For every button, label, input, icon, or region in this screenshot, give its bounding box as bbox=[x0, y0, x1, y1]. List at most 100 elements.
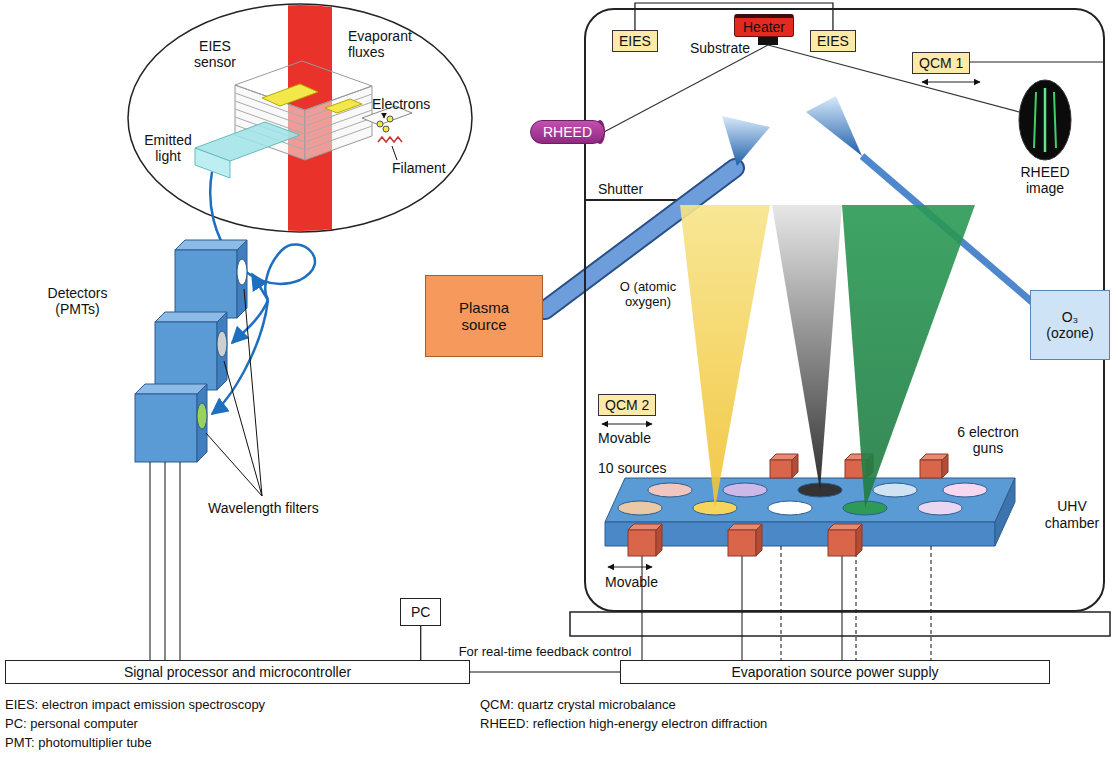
node-text: O₃ (ozone) bbox=[1043, 309, 1097, 341]
evaporant-cones bbox=[680, 205, 770, 508]
eies-sensor-inset bbox=[377, 121, 383, 127]
eies-sensor-inset bbox=[362, 106, 412, 125]
pmt-detectors bbox=[135, 240, 247, 462]
source-plate bbox=[723, 483, 767, 497]
substrate-label: Substrate bbox=[690, 40, 750, 56]
eies-sensor-box: EIES bbox=[612, 30, 658, 52]
rheed-image-label: RHEED image bbox=[1014, 164, 1076, 196]
electron-guns bbox=[656, 524, 662, 556]
pmt-detectors bbox=[135, 384, 207, 394]
source-plate bbox=[605, 454, 1015, 546]
ozone-source-box: O₃ (ozone) bbox=[1030, 290, 1110, 360]
source-plate bbox=[770, 454, 948, 478]
pmt-detectors bbox=[217, 312, 227, 390]
pmt-detectors bbox=[197, 384, 207, 462]
detector-wires bbox=[165, 462, 166, 660]
movable-label: Movable bbox=[605, 574, 658, 590]
electron-guns bbox=[628, 530, 656, 556]
heater-block: Heater bbox=[734, 14, 794, 37]
substrate bbox=[758, 36, 778, 45]
source-plate bbox=[770, 460, 792, 478]
eies-sensor-inset bbox=[387, 116, 393, 122]
eies-sensor-inset bbox=[195, 2, 412, 242]
detector-wires bbox=[150, 462, 151, 660]
evaporant-cones bbox=[680, 205, 975, 508]
electron-guns bbox=[756, 524, 762, 556]
abbreviation-note: QCM: quartz crystal microbalance bbox=[480, 698, 676, 713]
source-plate bbox=[943, 483, 987, 497]
source-plate bbox=[618, 501, 662, 515]
plate-arrow bbox=[608, 566, 652, 567]
source-plate bbox=[605, 478, 1015, 522]
source-count-label: 10 sources bbox=[598, 460, 666, 476]
rheed-screen bbox=[1034, 92, 1036, 148]
node-text: PC bbox=[411, 604, 430, 620]
source-plate bbox=[918, 501, 962, 515]
abbreviation-note: RHEED: reflection high-energy electron d… bbox=[480, 717, 767, 732]
substrate bbox=[758, 36, 778, 45]
filament-label: Filament bbox=[392, 160, 446, 176]
source-plate bbox=[605, 522, 995, 546]
node-text: O (atomic oxygen) bbox=[608, 280, 688, 310]
qcm1-mount bbox=[922, 81, 980, 82]
source-plate bbox=[873, 483, 917, 497]
movable-label: Movable bbox=[598, 430, 651, 446]
signal-processor-box: Signal processor and microcontroller bbox=[5, 660, 470, 684]
qcm-box: QCM 2 bbox=[598, 394, 656, 416]
node-text: Heater bbox=[743, 19, 785, 35]
evaporant-cones bbox=[772, 205, 842, 490]
connector-label: For real-time feedback control bbox=[457, 645, 634, 660]
rheed-screen bbox=[1019, 80, 1071, 160]
plasma-source-box: Plasma source bbox=[425, 275, 543, 357]
eies-sensor-inset bbox=[305, 126, 372, 150]
optical-fibre bbox=[252, 274, 268, 300]
pmt-detectors bbox=[155, 322, 217, 390]
power-wires bbox=[842, 556, 843, 660]
rheed-screen bbox=[1044, 88, 1047, 152]
detector-label: Detectors (PMTs) bbox=[30, 285, 125, 317]
connector-line bbox=[420, 626, 421, 660]
node-text: EIES bbox=[619, 33, 651, 49]
source-plate bbox=[995, 478, 1015, 546]
power-supply-box: Evaporation source power supply bbox=[620, 660, 1050, 684]
power-wires bbox=[742, 556, 743, 660]
eies-sensor-inset bbox=[325, 99, 362, 113]
chamber-platform bbox=[570, 612, 1110, 636]
source-plate bbox=[648, 483, 692, 497]
abbreviation-note: EIES: electron impact emission spectrosc… bbox=[5, 698, 265, 713]
electron-guns bbox=[856, 524, 862, 556]
source-plate bbox=[792, 454, 798, 478]
chamber-platform bbox=[570, 612, 1110, 636]
flux-label: Evaporant fluxes bbox=[348, 28, 423, 60]
oxygen-beam bbox=[722, 116, 770, 166]
filament-coil bbox=[378, 137, 402, 142]
sensor-title: EIES sensor bbox=[185, 38, 245, 70]
pc-box: PC bbox=[400, 598, 441, 626]
rheed-screen bbox=[1019, 80, 1071, 160]
connector-line bbox=[470, 671, 620, 672]
qcm1-mount bbox=[922, 62, 1103, 82]
electron-guns bbox=[628, 524, 862, 556]
eies-sensor-inset bbox=[262, 84, 318, 106]
qcm1-mount bbox=[968, 61, 1103, 62]
filter-leaders bbox=[206, 289, 262, 496]
shutter-label: Shutter bbox=[598, 181, 643, 197]
rheed-beam bbox=[604, 45, 768, 132]
source-plate bbox=[618, 483, 987, 515]
rheed-gun: RHEED bbox=[530, 120, 605, 144]
source-plate bbox=[768, 501, 812, 515]
source-plate bbox=[942, 454, 948, 478]
power-wires bbox=[642, 556, 643, 660]
detector-wires bbox=[180, 462, 181, 660]
pmt-detectors bbox=[175, 250, 237, 318]
filter-leaders bbox=[206, 433, 262, 496]
pmt-detectors bbox=[237, 259, 247, 285]
detector-wires bbox=[150, 462, 180, 660]
source-plate bbox=[920, 460, 942, 478]
electron-guns bbox=[828, 530, 856, 556]
eies-sensor-box: EIES bbox=[810, 30, 856, 52]
oxygen-source-label: O (atomic oxygen) bbox=[608, 280, 688, 310]
filter-label: Wavelength filters bbox=[208, 500, 319, 516]
pmt-detectors bbox=[155, 312, 227, 322]
